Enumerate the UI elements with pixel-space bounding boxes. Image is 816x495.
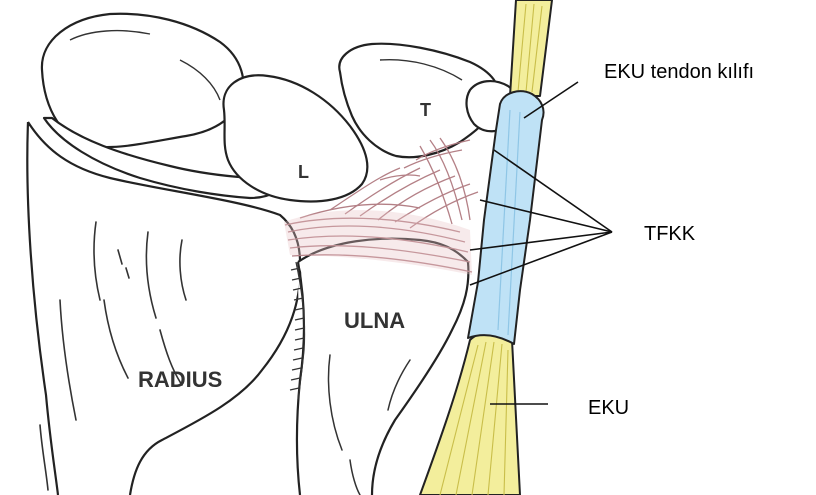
carpal-bones [42,14,518,202]
label-tfcc: TFKK [644,223,696,245]
label-eku: EKU [588,397,629,419]
label-radius: RADIUS [138,367,222,392]
label-eku-sheath: EKU tendon kılıfı [604,61,754,83]
label-ulna: ULNA [344,308,405,333]
label-triquetrum: T [420,100,431,120]
label-lunate: L [298,162,309,182]
scaphoid-bone [42,14,243,147]
